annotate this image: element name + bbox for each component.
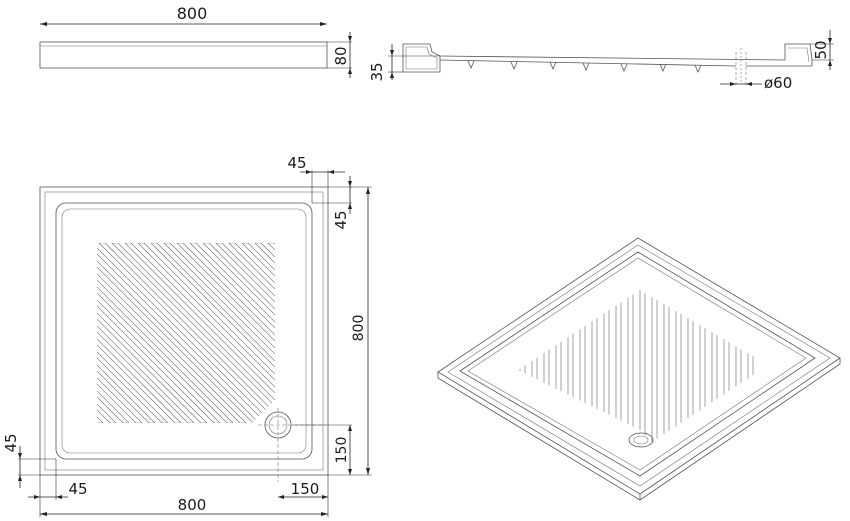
drain-section [720, 48, 762, 86]
slot [97, 243, 130, 423]
anti-slip-pattern [97, 243, 623, 423]
section-right-height-label: 50 [812, 40, 830, 59]
top-rim-right-label: 45 [287, 154, 306, 172]
top-drain-offset-y-label: 150 [334, 437, 350, 464]
slot [437, 243, 623, 423]
iso-slot [603, 290, 610, 442]
slot [97, 243, 104, 423]
iso-slot [675, 290, 682, 442]
top-width-label: 800 [178, 496, 207, 514]
iso-slot [723, 290, 730, 442]
top-rim-top-label: 45 [332, 210, 350, 229]
slot [215, 243, 275, 423]
slot [97, 243, 221, 423]
isometric-view [437, 237, 841, 501]
iso-slot [579, 290, 586, 442]
slot [124, 243, 275, 423]
iso-slot [555, 290, 562, 442]
slot [97, 243, 208, 423]
slot [97, 243, 195, 423]
top-rim-bottom-label: 45 [2, 433, 20, 452]
slot [150, 243, 275, 423]
slot [346, 243, 532, 423]
iso-slot [663, 290, 670, 442]
section-left-height-label: 35 [368, 62, 386, 81]
iso-slot [651, 290, 658, 442]
slot [137, 243, 275, 423]
slot [163, 243, 275, 423]
iso-slot [567, 290, 574, 442]
slot [241, 243, 275, 423]
top-view: 45 45 800 150 45 45 [2, 154, 623, 517]
drain-diameter-label: ø60 [764, 74, 792, 92]
slot [189, 243, 275, 423]
top-drain-offset-x-label: 150 [291, 480, 320, 498]
iso-slot [711, 290, 718, 442]
slot [97, 243, 117, 423]
iso-slot [699, 290, 706, 442]
slot [97, 243, 169, 423]
top-rim-left-label: 45 [68, 480, 87, 498]
slot [294, 243, 480, 423]
slot [411, 243, 597, 423]
slot [97, 243, 143, 423]
slot [372, 243, 558, 423]
section-view: ø60 35 50 [368, 30, 834, 92]
iso-slot [639, 290, 646, 442]
iso-slot [591, 290, 598, 442]
slot [98, 243, 275, 423]
slot [307, 243, 493, 423]
front-height-label: 80 [332, 46, 350, 65]
drain-top [258, 408, 326, 482]
iso-slot [627, 290, 634, 442]
slot [97, 243, 247, 423]
iso-slot [687, 290, 694, 442]
iso-drain [628, 432, 654, 448]
slot [176, 243, 275, 423]
section-grooves [467, 60, 702, 74]
front-width-label: 800 [177, 4, 208, 23]
slot [97, 243, 260, 423]
slot [254, 243, 275, 423]
top-depth-label: 800 [351, 315, 367, 342]
iso-slot [615, 290, 622, 442]
slot [97, 243, 273, 423]
slot [97, 243, 234, 423]
slot [97, 243, 182, 423]
slot [398, 243, 584, 423]
front-view: 800 80 [39, 4, 352, 78]
slot [228, 243, 275, 423]
slot [281, 243, 467, 423]
slot [111, 243, 275, 423]
